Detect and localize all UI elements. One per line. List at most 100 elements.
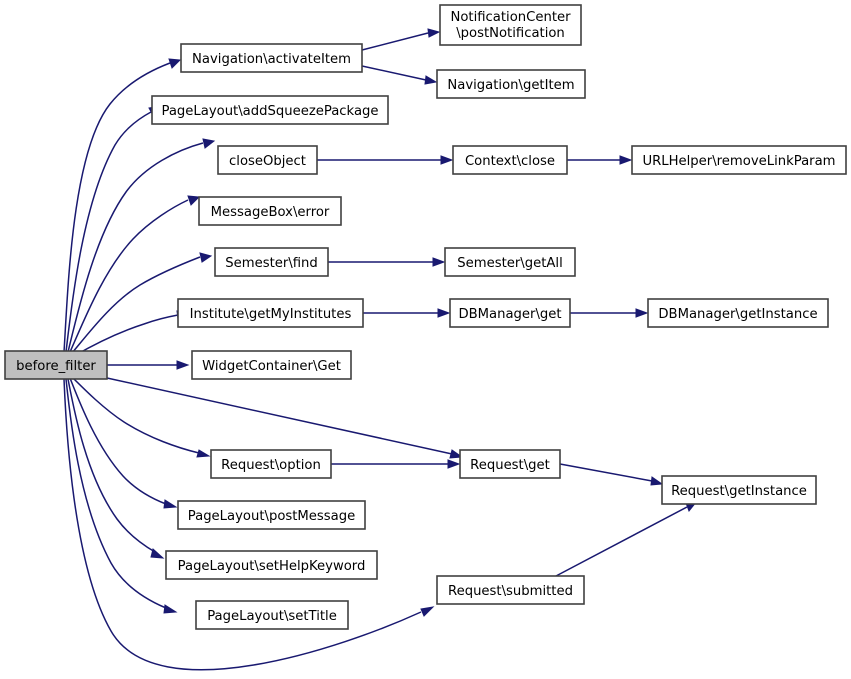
- arrowhead-icon: [163, 604, 178, 614]
- edge-semester_find-to-semester_getAll: [328, 257, 446, 267]
- node-label: DBManager\getInstance: [658, 307, 817, 322]
- node-institute_getMyInstitutes[interactable]: Institute\getMyInstitutes: [177, 298, 364, 328]
- node-dbmanager_get[interactable]: DBManager\get: [449, 298, 571, 328]
- arrowhead-icon: [163, 499, 178, 509]
- node-semester_getAll[interactable]: Semester\getAll: [444, 247, 576, 277]
- nodes-layer: before_filter Navigation\activateItemPage…: [4, 4, 847, 630]
- edge-request_get-to-request_getInstance: [559, 463, 664, 486]
- edge-line: [67, 378, 156, 553]
- node-rect[interactable]: [452, 145, 568, 175]
- node-rect[interactable]: [165, 550, 378, 580]
- node-rect[interactable]: [439, 4, 582, 46]
- arrowhead-icon: [168, 58, 182, 69]
- node-request_getInstance[interactable]: Request\getInstance: [661, 475, 817, 505]
- edge-before_filter-to-pagelayout_setHelpKeyword: [67, 378, 165, 559]
- arrowhead-icon: [199, 252, 213, 263]
- node-rect[interactable]: [177, 298, 364, 328]
- arrowhead-icon: [196, 449, 211, 458]
- node-request_submitted[interactable]: Request\submitted: [436, 575, 585, 605]
- edge-line: [63, 62, 171, 353]
- edge-line: [71, 256, 201, 354]
- node-semester_find[interactable]: Semester\find: [214, 247, 329, 277]
- edge-before_filter-to-pagelayout_addSqueezePackage: [65, 105, 163, 353]
- node-urlhelper_removeLinkParam[interactable]: URLHelper\removeLinkParam: [631, 145, 847, 175]
- node-label: NotificationCenter\postNotification: [450, 10, 571, 41]
- node-pagelayout_postMessage[interactable]: PageLayout\postMessage: [177, 500, 366, 530]
- arrowhead-icon: [176, 360, 190, 370]
- node-label: PageLayout\postMessage: [188, 509, 355, 524]
- node-rect[interactable]: [436, 575, 585, 605]
- node-rect[interactable]: [449, 298, 571, 328]
- edge-line: [361, 65, 427, 81]
- node-label: Context\close: [465, 154, 555, 169]
- node-label: Navigation\getItem: [447, 78, 574, 93]
- node-rect[interactable]: [191, 350, 352, 380]
- node-dbmanager_getInstance[interactable]: DBManager\getInstance: [647, 298, 829, 328]
- node-label: MessageBox\error: [211, 205, 330, 220]
- arrowhead-icon: [437, 308, 451, 318]
- edge-navigation_activateItem-to-notificationcenter_postNotification: [361, 28, 441, 51]
- edge-line: [555, 506, 688, 577]
- edge-before_filter-to-widgetcontainer_get: [107, 360, 190, 370]
- node-pagelayout_setHelpKeyword[interactable]: PageLayout\setHelpKeyword: [165, 550, 378, 580]
- node-label: Request\option: [221, 458, 321, 473]
- node-rect[interactable]: [195, 600, 349, 630]
- node-rect[interactable]: [217, 145, 318, 175]
- node-before_filter[interactable]: before_filter: [4, 350, 108, 380]
- node-rect[interactable]: [180, 43, 363, 73]
- node-label: PageLayout\setTitle: [207, 609, 337, 624]
- edge-line: [361, 32, 429, 51]
- node-label: Semester\getAll: [457, 256, 562, 271]
- node-rect[interactable]: [647, 298, 829, 328]
- arrowhead-icon: [440, 155, 454, 165]
- node-pagelayout_setTitle[interactable]: PageLayout\setTitle: [195, 600, 349, 630]
- node-messagebox_error[interactable]: MessageBox\error: [198, 196, 342, 226]
- node-rect[interactable]: [214, 247, 329, 277]
- node-label: URLHelper\removeLinkParam: [642, 154, 835, 169]
- node-navigation_activateItem[interactable]: Navigation\activateItem: [180, 43, 363, 73]
- edge-line: [65, 378, 167, 609]
- node-notificationcenter_postNotification[interactable]: NotificationCenter\postNotification: [439, 4, 582, 46]
- node-rect[interactable]: [661, 475, 817, 505]
- node-label: Request\getInstance: [671, 484, 807, 499]
- node-rect[interactable]: [459, 449, 561, 479]
- node-label: closeObject: [229, 154, 306, 169]
- edge-institute_getMyInstitutes-to-dbmanager_get: [363, 308, 451, 318]
- edge-line: [69, 377, 167, 505]
- node-rect[interactable]: [436, 69, 586, 99]
- node-rect[interactable]: [631, 145, 847, 175]
- edge-before_filter-to-request_get: [106, 377, 464, 459]
- node-closeObject[interactable]: closeObject: [217, 145, 318, 175]
- node-rect[interactable]: [198, 196, 342, 226]
- node-rect[interactable]: [4, 350, 108, 380]
- node-request_get[interactable]: Request\get: [459, 449, 561, 479]
- node-pagelayout_addSqueezePackage[interactable]: PageLayout\addSqueezePackage: [151, 95, 389, 125]
- node-context_close[interactable]: Context\close: [452, 145, 568, 175]
- edge-line: [106, 377, 453, 455]
- edge-request_submitted-to-request_getInstance: [555, 500, 699, 577]
- node-widgetcontainer_get[interactable]: WidgetContainer\Get: [191, 350, 352, 380]
- node-label: Navigation\activateItem: [192, 52, 351, 67]
- node-rect[interactable]: [210, 449, 332, 479]
- edge-context_close-to-urlhelper_removeLinkParam: [567, 155, 633, 165]
- node-rect[interactable]: [151, 95, 389, 125]
- node-request_option[interactable]: Request\option: [210, 449, 332, 479]
- arrowhead-icon: [650, 476, 664, 486]
- node-label: WidgetContainer\Get: [202, 359, 341, 374]
- node-rect[interactable]: [444, 247, 576, 277]
- arrowhead-icon: [432, 257, 446, 267]
- edge-before_filter-to-messagebox_error: [69, 195, 201, 353]
- node-rect[interactable]: [177, 500, 366, 530]
- edge-line: [65, 111, 152, 353]
- arrowhead-icon: [635, 308, 649, 318]
- edge-before_filter-to-institute_getMyInstitutes: [73, 310, 190, 357]
- node-label: Institute\getMyInstitutes: [190, 307, 352, 322]
- edge-navigation_activateItem-to-navigation_getItem: [361, 65, 438, 85]
- edge-line: [559, 463, 653, 482]
- edge-closeObject-to-context_close: [317, 155, 454, 165]
- edge-line: [73, 314, 179, 357]
- node-navigation_getItem[interactable]: Navigation\getItem: [436, 69, 586, 99]
- edge-before_filter-to-request_option: [72, 377, 211, 458]
- edge-before_filter-to-pagelayout_setTitle: [65, 378, 178, 614]
